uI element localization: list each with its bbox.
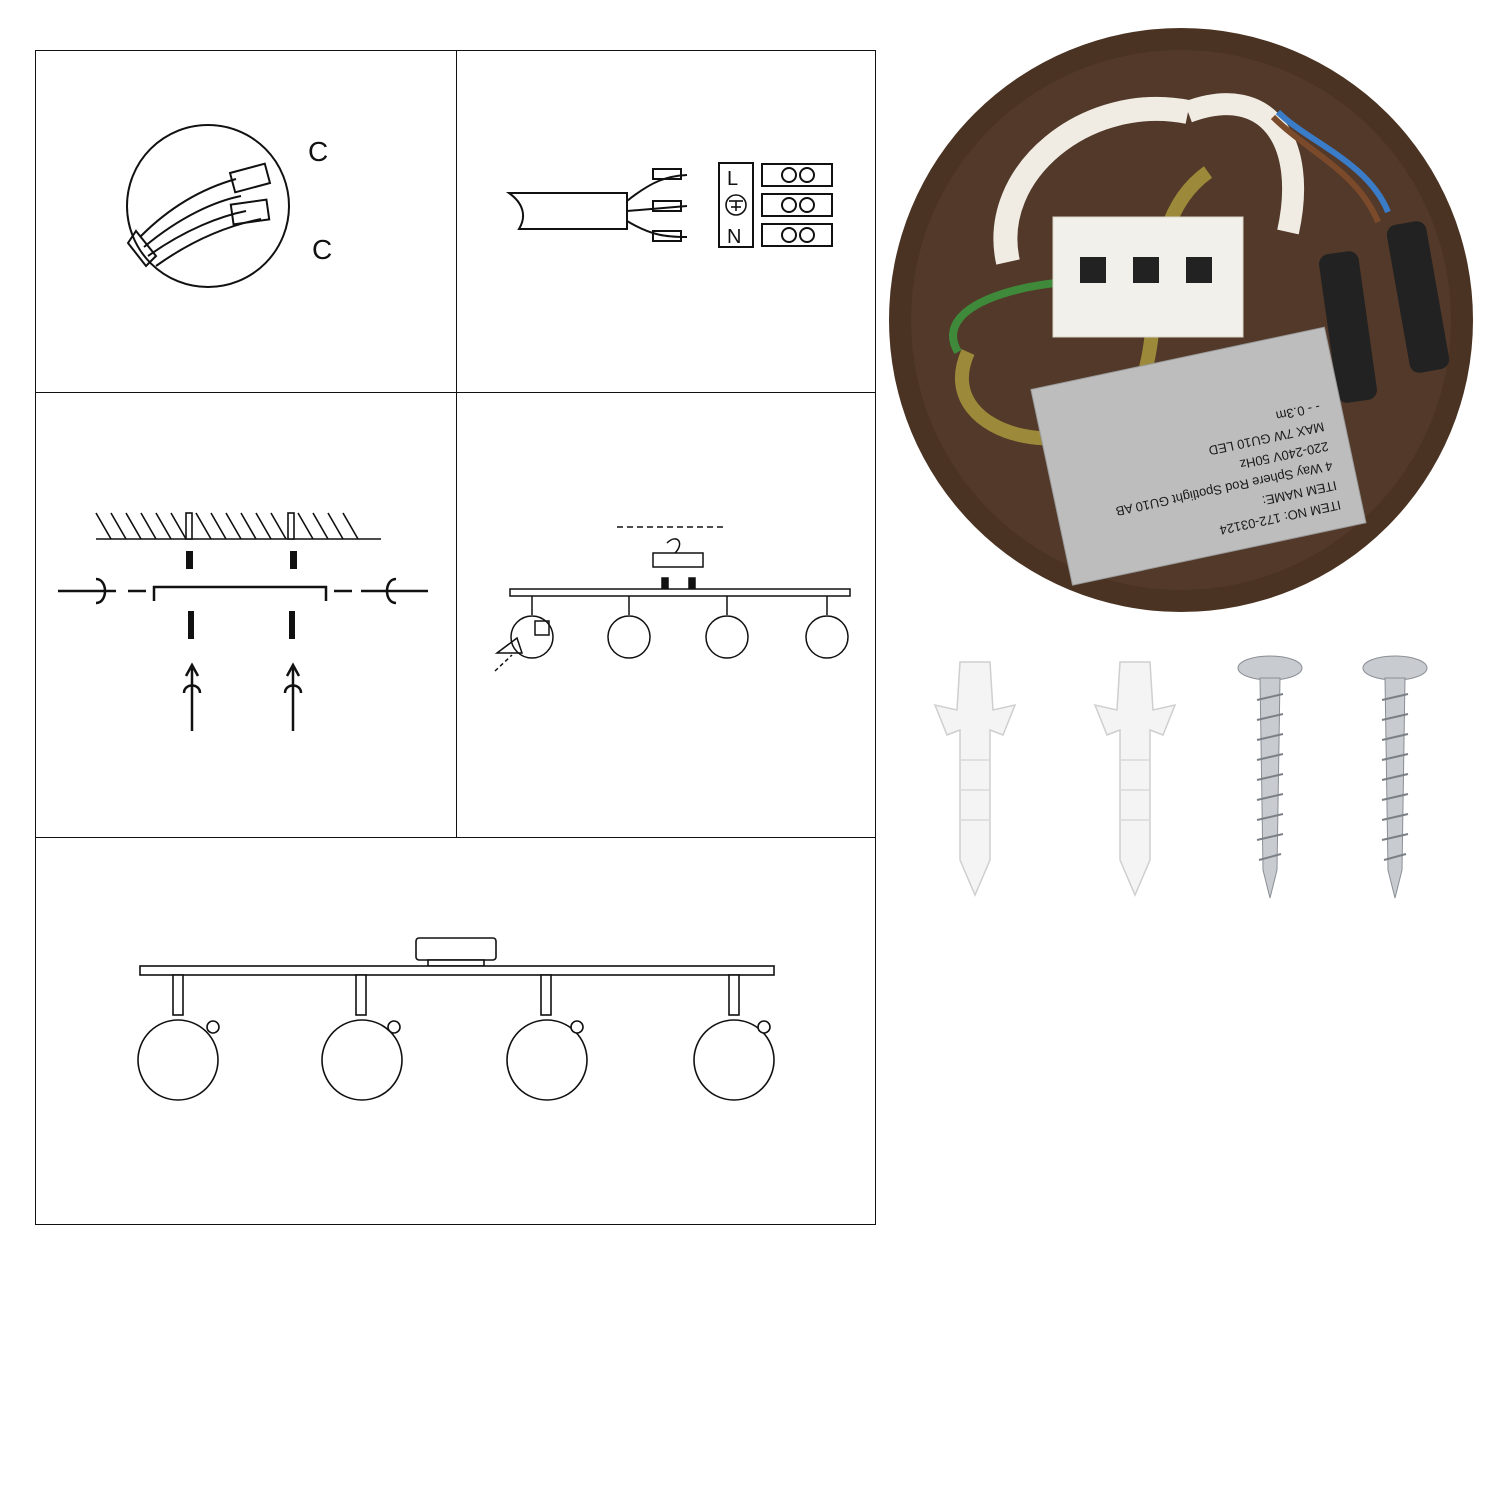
connector-strip (761, 163, 833, 247)
bar-with-spots-mini (494, 588, 851, 672)
screw-2 (1362, 655, 1428, 899)
wall-plug-1 (933, 661, 1017, 897)
fixing-screws (188, 611, 295, 639)
terminal-drawing: L N (505, 162, 833, 248)
earth-icon (725, 194, 747, 216)
spotlight-bar (139, 965, 775, 976)
spotlight-3 (506, 974, 588, 1101)
step-3-ceiling-fixing-panel (35, 392, 457, 838)
wire-bundle (126, 162, 272, 268)
wall-plug-marks (186, 551, 297, 569)
terminal-letter-n: N (727, 226, 741, 248)
bracket-mini (617, 526, 727, 589)
mounting-bracket (152, 585, 328, 601)
step-2-terminal-panel: L N (456, 50, 876, 393)
side-screws (58, 577, 428, 605)
fixings-photo (915, 650, 1455, 910)
wall-plug-2 (1093, 661, 1177, 897)
step-4-assembly-panel (456, 392, 876, 838)
brown-wire (1270, 114, 1381, 224)
spotlight-4 (693, 974, 775, 1101)
ceiling-hatch (95, 512, 381, 540)
callout-c-bottom: C (312, 234, 332, 265)
wire-detail-drawing: C C (126, 124, 332, 288)
callout-c-top: C (308, 136, 328, 167)
wire-sleeves (1319, 221, 1450, 403)
finished-fitting-drawing (137, 937, 775, 1101)
terminal-letter-l: L (727, 168, 738, 190)
label-plate (1030, 326, 1367, 586)
ceiling-base-photo: ITEM NO: 172-03124 ITEM NAME: 4 Way Sphe… (888, 22, 1486, 612)
spotlight-1 (137, 974, 220, 1101)
step-5-finished-fitting-panel (35, 837, 876, 1225)
ceiling-canopy (415, 937, 497, 967)
terminal-labels-block (718, 162, 754, 248)
blue-wire (1275, 109, 1391, 214)
spotlight-2 (321, 974, 403, 1101)
screwdriver-arrows (182, 662, 303, 731)
step-1-wire-detail-panel: C C (35, 50, 457, 393)
assembly-drawing (494, 526, 851, 672)
ceiling-fixing-drawing (58, 512, 428, 731)
screw-1 (1237, 655, 1303, 899)
mains-cable (505, 168, 688, 242)
magnifier-circle (126, 124, 290, 288)
braided-wire (993, 96, 1191, 265)
